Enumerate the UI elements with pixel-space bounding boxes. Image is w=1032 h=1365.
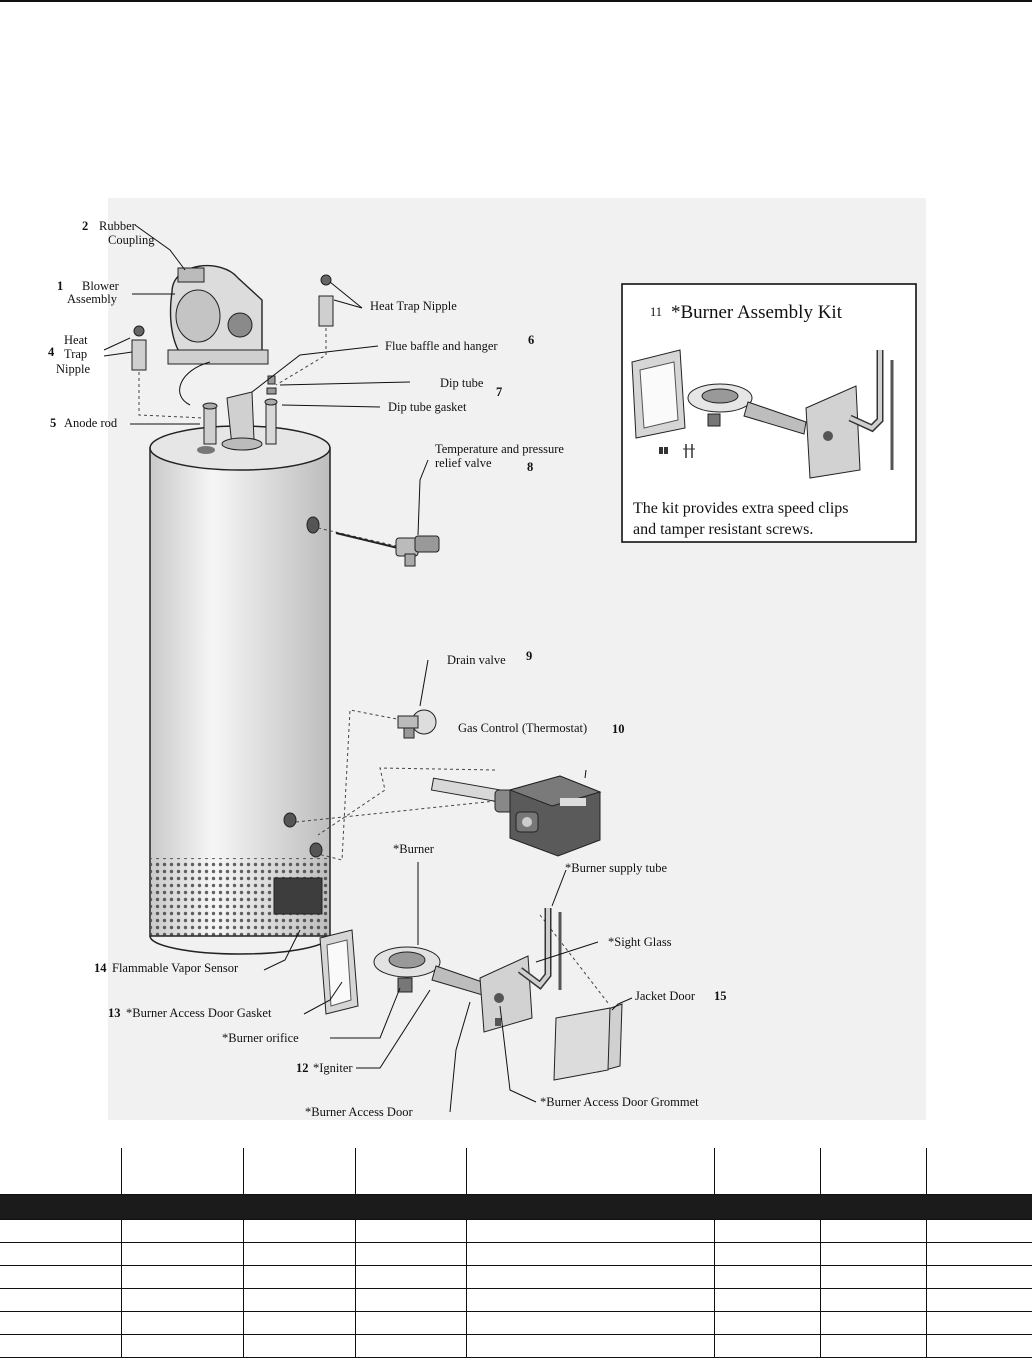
table-row [0,1265,1032,1289]
header-cell [926,1148,1032,1195]
table-row [0,1334,1032,1358]
burner-supply-tube-label: *Burner supply tube [565,861,668,875]
burner-label: *Burner [393,842,435,856]
dip-tube-number: 7 [496,385,502,399]
band-cell [0,1194,1032,1220]
parts-table [0,1148,1032,1358]
tp-valve-label-line1: Temperature and pressure [435,442,564,456]
top-rule [0,0,1032,2]
drain-valve-number: 9 [526,649,532,663]
header-cell [820,1148,927,1195]
drain-valve-label: Drain valve [447,653,506,667]
dip-tube-gasket-label: Dip tube gasket [388,400,467,414]
header-cell [714,1148,821,1195]
blower-label-line2: Assembly [67,292,118,306]
header-cell [355,1148,467,1195]
tp-relief-valve [335,532,440,567]
burner-access-door-label: *Burner Access Door [305,1105,413,1119]
gas-control-number: 10 [612,722,625,736]
heat-trap-left-line2: Trap [64,347,87,361]
gas-control-label: Gas Control (Thermostat) [458,721,587,735]
header-cell [243,1148,356,1195]
header-cell [121,1148,244,1195]
table-row [0,1288,1032,1312]
burner-assembly [319,908,623,1081]
door-gasket-label: *Burner Access Door Gasket [126,1006,272,1020]
table-row [0,1219,1032,1243]
table-band-row [0,1194,1032,1220]
heat-trap-left-number: 4 [48,345,55,359]
igniter-number: 12 [296,1061,309,1075]
tp-valve-label-line2: relief valve [435,456,492,470]
heat-trap-nipples [131,274,334,371]
sight-glass-label: *Sight Glass [608,935,672,949]
inset-title: *Burner Assembly Kit [671,302,843,323]
anode-rod-label: Anode rod [64,416,118,430]
igniter-label: *Igniter [313,1061,353,1075]
flammable-sensor-label: Flammable Vapor Sensor [112,961,239,975]
leader-lines [103,224,633,1113]
table-row [0,1242,1032,1266]
rubber-coupling-label-line1: Rubber [99,219,137,233]
blower-number: 1 [57,279,63,293]
inset-text-line2: and tamper resistant screws. [633,521,813,538]
table-header-row [0,1148,1032,1195]
tp-valve-number: 8 [527,460,533,474]
dip-tube-label: Dip tube [440,376,484,390]
rubber-coupling-number: 2 [82,219,88,233]
inset-number: 11 [650,305,662,319]
part-labels: 2 Rubber Coupling 1 Blower Assembly 4 He… [48,219,727,1119]
burner-kit-inset: 11 *Burner Assembly Kit The kit provides… [621,283,917,543]
gas-control-thermostat [430,775,602,857]
blower-assembly [167,265,269,406]
jacket-door-label: Jacket Door [635,989,696,1003]
heat-trap-right-label: Heat Trap Nipple [370,299,457,313]
water-heater-exploded-diagram: 2 Rubber Coupling 1 Blower Assembly 4 He… [48,219,917,1119]
header-cell [0,1148,122,1195]
anode-rod-number: 5 [50,416,56,430]
flammable-sensor-number: 14 [94,961,107,975]
burner-orifice-label: *Burner orifice [222,1031,299,1045]
heat-trap-left-line1: Heat [64,333,88,347]
header-cell [466,1148,715,1195]
rubber-coupling-label-line2: Coupling [108,233,155,247]
inset-text-line1: The kit provides extra speed clips [633,500,849,517]
flue-baffle-label: Flue baffle and hanger [385,339,498,353]
access-door-grommet-label: *Burner Access Door Grommet [540,1095,699,1109]
drain-valve [397,709,437,739]
assembly-dashed-lines [138,328,609,1004]
table-row [0,1311,1032,1335]
water-heater-tank [149,425,331,955]
flue-baffle-number: 6 [528,333,534,347]
heat-trap-left-line3: Nipple [56,362,90,376]
jacket-door-number: 15 [714,989,727,1003]
top-fittings [202,375,278,451]
door-gasket-number: 13 [108,1006,121,1020]
blower-label-line1: Blower [82,279,120,293]
